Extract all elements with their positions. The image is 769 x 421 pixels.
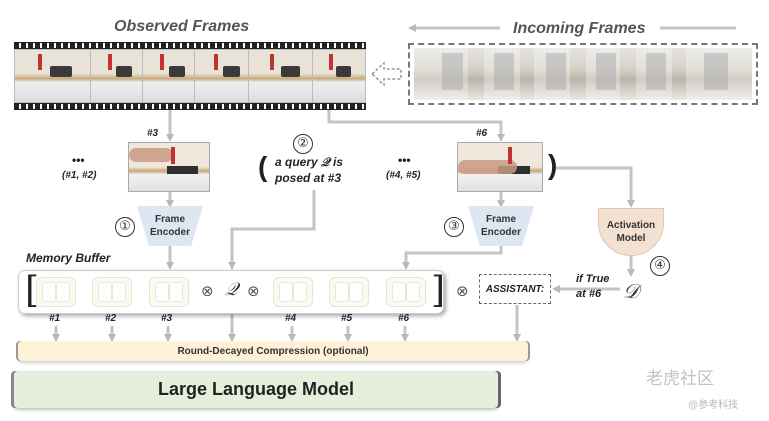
skipped-frames-4-5: (#4, #5) [386,170,421,181]
memory-token-1 [36,277,76,307]
query-text-line1: a query 𝒬 is [275,155,343,169]
token-index-1: #1 [49,313,61,324]
round-decayed-compression: Round-Decayed Compression (optional) [18,341,528,361]
memory-token-5 [329,277,369,307]
query-text-line2: posed at #3 [275,171,342,185]
observed-frames-title: Observed Frames [114,18,250,35]
activation-label-line2: Model [616,233,646,244]
step-4-marker: ④ [650,256,670,276]
assistant-token-box: ASSISTANT: [479,274,551,304]
frame-6-label: #6 [476,128,488,139]
skipped-frames-1-2: (#1, #2) [62,170,97,181]
close-bracket: ] [431,270,446,311]
step-2-marker: ② [293,134,313,154]
encoder-label-line1: Frame [154,214,185,225]
film-perforation-bottom [14,103,366,110]
memory-buffer: [ ⊗ 𝒬 ⊗ ] [18,270,446,314]
arrow-to-activation-model [556,166,635,208]
memory-token-3 [149,277,189,307]
memory-buffer-title: Memory Buffer [26,251,111,265]
activation-label-line1: Activation [606,220,656,231]
arrow-to-frame-6 [327,110,505,142]
otimes-icon: ⊗ [456,282,469,300]
incoming-frames-title: Incoming Frames [513,20,646,37]
observed-frame [194,49,258,103]
arrow-encoder-to-buffer-6 [402,244,503,270]
observed-frames-filmstrip [14,42,366,110]
open-paren: ( [258,151,268,182]
step-1-marker: ① [115,217,135,237]
llm-label: Large Language Model [157,379,355,399]
watermark-sub: @参考科技 [688,400,739,411]
memory-token-4 [273,277,313,307]
open-bracket: [ [25,270,40,311]
observed-frame [14,49,94,103]
ellipsis-dots-1: ••• [72,153,85,167]
ellipsis-dots-2: ••• [398,153,411,167]
film-perforation-top [14,42,366,49]
close-paren: ) [548,149,558,180]
decision-symbol: 𝒟 [623,279,639,303]
token-index-6: #6 [398,313,410,324]
frame-6-thumbnail [457,142,543,192]
query-symbol: 𝒬 [225,279,238,300]
observed-frame [90,49,148,103]
encoder-label-line2: Encoder [480,227,521,238]
token-index-2: #2 [105,313,117,324]
condition-line2: at #6 [576,288,602,300]
condition-line1: if True [576,273,610,285]
otimes-icon: ⊗ [201,282,214,300]
frame-3-label: #3 [147,128,159,139]
observed-frame [312,49,366,103]
encoder-label-line1: Frame [485,214,516,225]
incoming-frame [672,48,752,100]
memory-token-2 [92,277,132,307]
otimes-icon: ⊗ [247,282,260,300]
arrow-query-to-buffer [228,190,316,270]
step-3-marker: ③ [444,217,464,237]
watermark-main: 老虎社区 [646,369,714,388]
encoder-label-line2: Encoder [149,227,190,238]
token-index-4: #4 [285,313,297,324]
token-index-5: #5 [341,313,353,324]
memory-token-6 [386,277,426,307]
hollow-left-arrow-icon [371,61,402,87]
observed-frame [142,49,202,103]
large-language-model: Large Language Model [14,371,498,408]
frame-3-thumbnail [128,142,210,192]
token-index-3: #3 [161,313,173,324]
observed-frame [248,49,320,103]
incoming-frames-box [408,43,758,105]
